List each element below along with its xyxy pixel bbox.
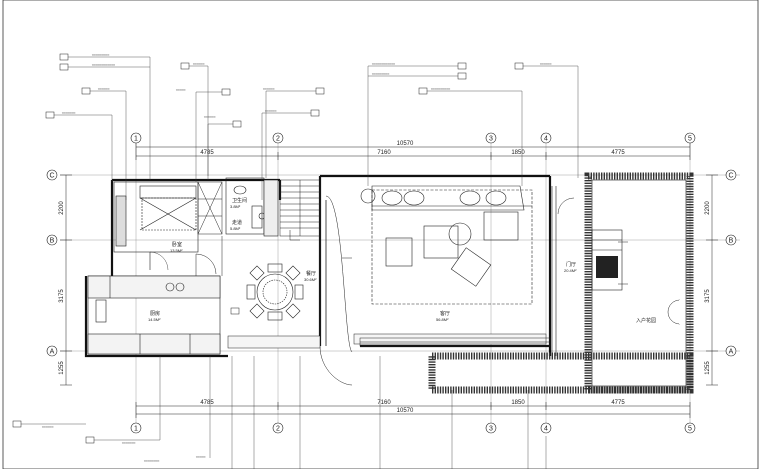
living-window: [359, 337, 551, 347]
callout-notes-bottom: ━━━━━━ ━━━━━━━ ━━━━━━━━ ━━━━━: [41, 425, 206, 463]
corridor-block: [195, 236, 223, 276]
dim-top-span-3: 1850: [511, 150, 525, 156]
bottom-dimension-chain: [135, 402, 691, 418]
callouts-bottom: [12, 307, 240, 444]
axis-top-5: 5: [688, 136, 692, 143]
axis-left-b: B: [50, 238, 55, 245]
right-dimension-chain: [706, 174, 718, 386]
svg-text:━━━━━: ━━━━━: [195, 455, 206, 459]
top-dimension-chain: [135, 143, 691, 160]
axis-left-a: A: [50, 349, 55, 356]
axis-top-1: 1: [134, 136, 138, 143]
dim-top-span-4: 4775: [611, 150, 625, 156]
plan-leaders: [159, 356, 547, 469]
svg-text:━━━━━━━: ━━━━━━━: [121, 441, 136, 445]
room-entrance-label: 入户花园: [636, 317, 656, 324]
axis-bubbles-top: [130, 132, 696, 144]
svg-text:━━━━━━: ━━━━━━: [262, 87, 275, 91]
room-bedroom-area: 13.5M²: [170, 248, 183, 253]
svg-text:━━━━━━: ━━━━━━: [539, 62, 552, 66]
svg-text:━━━━━━━━━: ━━━━━━━━━: [371, 72, 389, 76]
axis-bubbles-right: [725, 169, 737, 357]
axis-right-a: A: [729, 349, 734, 356]
exterior-walls: [84, 174, 552, 358]
dining-living-partition: [319, 195, 353, 386]
room-dining-label: 餐厅: [306, 270, 316, 277]
living-furniture: [360, 185, 533, 305]
callouts-top: [45, 53, 524, 128]
dim-top-span-1: 4785: [200, 150, 214, 156]
axis-top-2: 2: [276, 136, 280, 143]
axis-bottom-4: 4: [544, 426, 548, 433]
room-kitchen-label: 厨房: [150, 310, 160, 317]
dim-left-1: 2200: [59, 201, 65, 215]
dim-bottom-span-4: 4775: [611, 400, 625, 406]
room-corridor-label: 走道: [232, 219, 242, 226]
dim-left-3: 1255: [59, 361, 65, 375]
dim-right-3: 1255: [705, 361, 711, 375]
callout-notes-top: ━━━━━━━━━ ━━━━━━━━━━━━ ━━━━━━ ━━━━━━━ ━━…: [61, 53, 552, 119]
svg-text:━━━━━━━━━━━━: ━━━━━━━━━━━━: [91, 63, 115, 67]
kitchen-block: [87, 275, 221, 355]
bathroom-block: [225, 177, 279, 237]
svg-text:━━━━━━: ━━━━━━: [41, 425, 54, 429]
bottom-cabinets: [227, 333, 547, 349]
svg-text:━━━━━━: ━━━━━━: [97, 87, 110, 91]
svg-text:━━━━━━: ━━━━━━: [203, 115, 216, 119]
staircase: [279, 179, 321, 241]
room-kitchen-area: 14.5M²: [148, 317, 161, 322]
dim-top-total: 10570: [397, 141, 414, 147]
room-dining-area: 30.6M²: [304, 277, 317, 282]
axis-right-b: B: [729, 238, 734, 245]
dim-left-2: 3175: [59, 289, 65, 303]
wardrobe-block: [197, 181, 223, 235]
svg-text:━━━━━━━━━━: ━━━━━━━━━━: [430, 87, 450, 91]
svg-text:━━━━━━━━━: ━━━━━━━━━: [91, 53, 109, 57]
room-living-label: 客厅: [440, 310, 450, 317]
axis-left-c: C: [49, 173, 54, 180]
svg-text:━━━━━━━: ━━━━━━━: [61, 111, 76, 115]
axis-top-3: 3: [489, 136, 493, 143]
room-living-area: 56.8M²: [436, 317, 449, 322]
callout-leaders-top: [54, 56, 579, 200]
svg-text:━━━━━━━━: ━━━━━━━━: [143, 459, 159, 463]
left-dimension-chain: [60, 174, 72, 386]
elevation-markers: [342, 241, 628, 285]
dim-bottom-total: 10570: [397, 408, 414, 414]
bedroom-block: [113, 181, 199, 271]
dim-right-1: 2200: [705, 201, 711, 215]
dim-bottom-span-1: 4785: [200, 400, 214, 406]
axis-bottom-5: 5: [688, 426, 692, 433]
svg-text:━━━━━: ━━━━━: [175, 88, 186, 92]
axis-right-c: C: [728, 173, 733, 180]
dining-table: [246, 263, 304, 321]
dim-bottom-span-3: 1850: [511, 400, 525, 406]
dim-right-2: 3175: [705, 289, 711, 303]
room-foyer-label: 门厅: [566, 261, 576, 268]
axis-bubbles-bottom: [130, 422, 696, 434]
room-corridor-area: 5.8M²: [230, 226, 241, 231]
axis-bottom-2: 2: [276, 426, 280, 433]
room-wc-label: 卫生间: [232, 197, 247, 204]
axis-bubbles-left: [46, 169, 58, 357]
axis-bottom-3: 3: [489, 426, 493, 433]
room-foyer-area: 20.4M²: [564, 268, 577, 273]
foyer-mosaic: [596, 256, 618, 278]
dim-top-span-2: 7160: [377, 150, 391, 156]
axis-bottom-1: 1: [134, 426, 138, 433]
dim-bottom-span-2: 7160: [377, 400, 391, 406]
room-wc-area: 3.8M²: [230, 204, 241, 209]
axis-top-4: 4: [544, 136, 548, 143]
svg-text:━━━━━━: ━━━━━━: [192, 62, 205, 66]
room-bedroom-label: 卧室: [172, 241, 182, 248]
callout-leaders-bottom: [21, 423, 160, 441]
svg-text:━━━━━━: ━━━━━━: [264, 109, 277, 113]
svg-text:━━━━━━━━━━━━: ━━━━━━━━━━━━: [371, 62, 395, 66]
entrance-garden: [428, 172, 694, 394]
